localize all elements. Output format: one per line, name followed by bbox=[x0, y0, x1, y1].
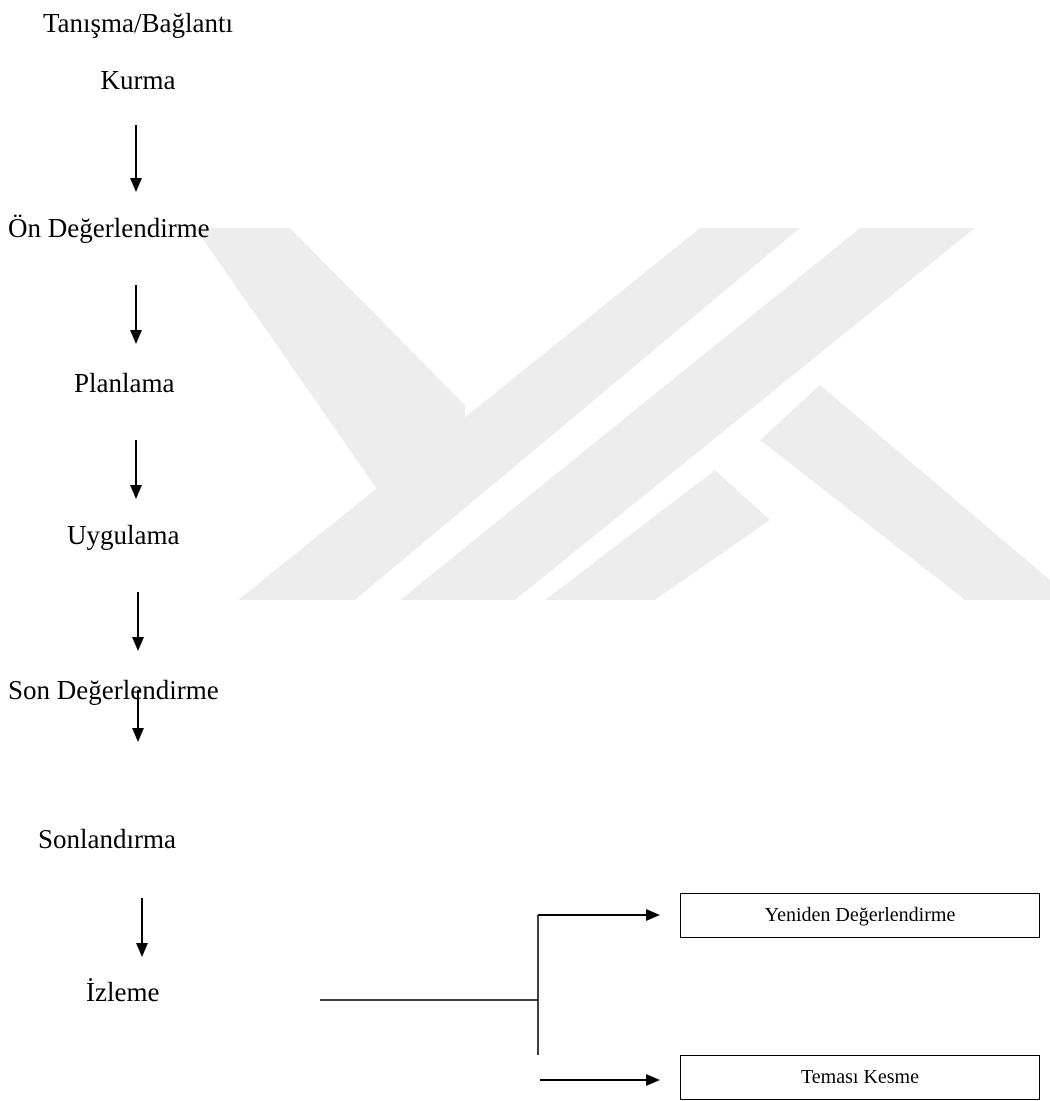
step-on-degerlendirme: Ön Değerlendirme bbox=[8, 213, 210, 243]
arrow-down-6-icon bbox=[136, 898, 148, 957]
arrow-down-2-icon bbox=[130, 285, 142, 344]
outcome-temasi-kesme: Teması Kesme bbox=[680, 1055, 1040, 1100]
arrow-down-1-icon bbox=[130, 125, 142, 192]
step-uygulama: Uygulama bbox=[67, 520, 180, 550]
arrow-right-2-icon bbox=[540, 1074, 660, 1086]
step-tanisma-line1: Tanışma/Bağlantı bbox=[42, 8, 234, 38]
outcome-yeniden-degerlendirme: Yeniden Değerlendirme bbox=[680, 893, 1040, 938]
step-son-degerlendirme: Son Değerlendirme bbox=[8, 675, 219, 705]
arrow-right-1-icon bbox=[538, 909, 660, 921]
step-planlama: Planlama bbox=[74, 368, 175, 398]
arrow-down-4-icon bbox=[132, 592, 144, 651]
step-tanisma-line2: Kurma bbox=[100, 65, 176, 95]
arrow-down-3-icon bbox=[130, 440, 142, 499]
step-sonlandirma: Sonlandırma bbox=[38, 824, 176, 854]
step-izleme: İzleme bbox=[86, 977, 160, 1007]
arrow-down-5-icon bbox=[132, 690, 144, 742]
step-tanisma: Tanışma/Bağlantı Kurma bbox=[33, 10, 243, 94]
